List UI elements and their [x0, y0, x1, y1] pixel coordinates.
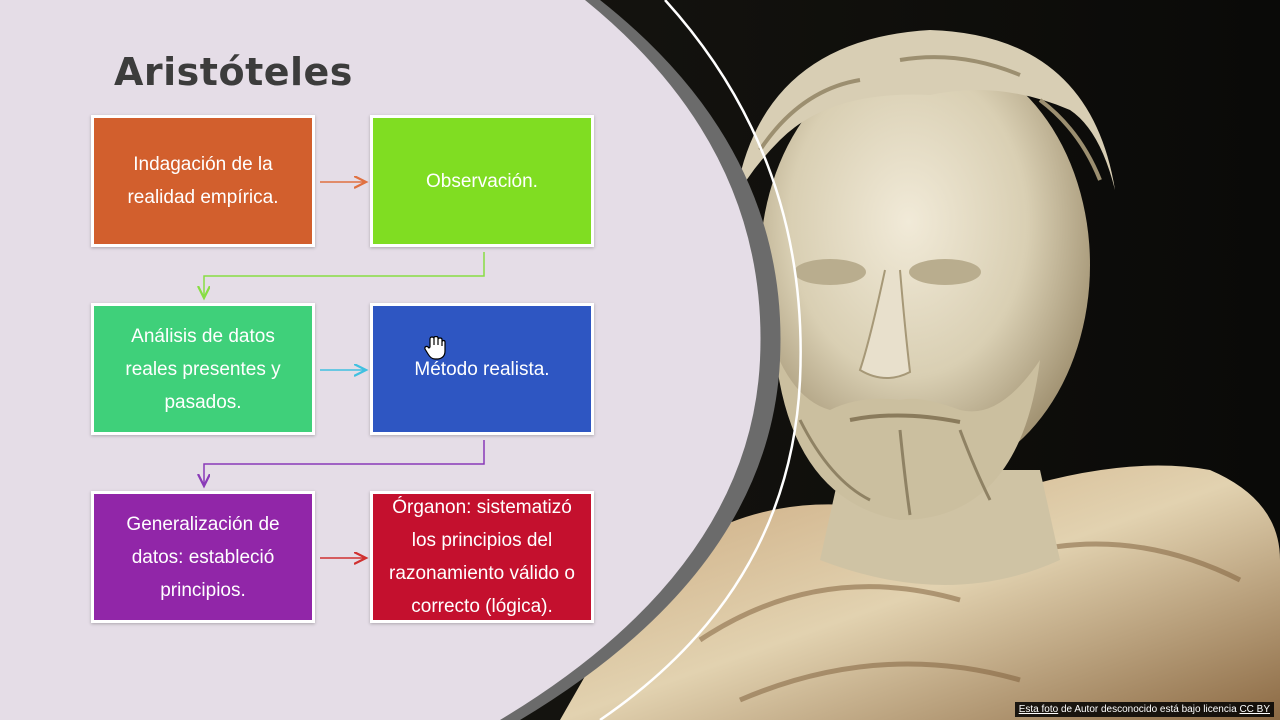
slide-title: Aristóteles [114, 50, 353, 94]
box-indagacion-label: Indagación de la realidad empírica. [127, 154, 279, 208]
photo-credit-text: de Autor desconocido está bajo licencia [1060, 704, 1237, 715]
box-observacion-label: Observación. [426, 170, 538, 192]
box-generalizacion: Generalización de datos: estableció prin… [91, 491, 315, 623]
license-link[interactable]: CC BY [1239, 704, 1270, 715]
hand-pointer-icon [424, 336, 446, 360]
box-indagacion: Indagación de la realidad empírica. [91, 115, 315, 247]
box-organon: Órganon: sistematizó los principios del … [370, 491, 594, 623]
box-observacion: Observación. [370, 115, 594, 247]
box-generalizacion-label: Generalización de datos: estableció prin… [126, 513, 280, 601]
photo-credit-link[interactable]: Esta foto [1018, 704, 1059, 715]
box-analisis-label: Análisis de datos reales presentes y pas… [125, 325, 281, 413]
photo-credit: Esta foto de Autor desconocido está bajo… [1014, 702, 1274, 717]
box-metodo: Método realista. [370, 303, 594, 435]
box-analisis: Análisis de datos reales presentes y pas… [91, 303, 315, 435]
box-organon-label: Órganon: sistematizó los principios del … [389, 497, 575, 617]
box-metodo-label: Método realista. [414, 358, 550, 380]
aristotle-portrait [560, 30, 1280, 720]
